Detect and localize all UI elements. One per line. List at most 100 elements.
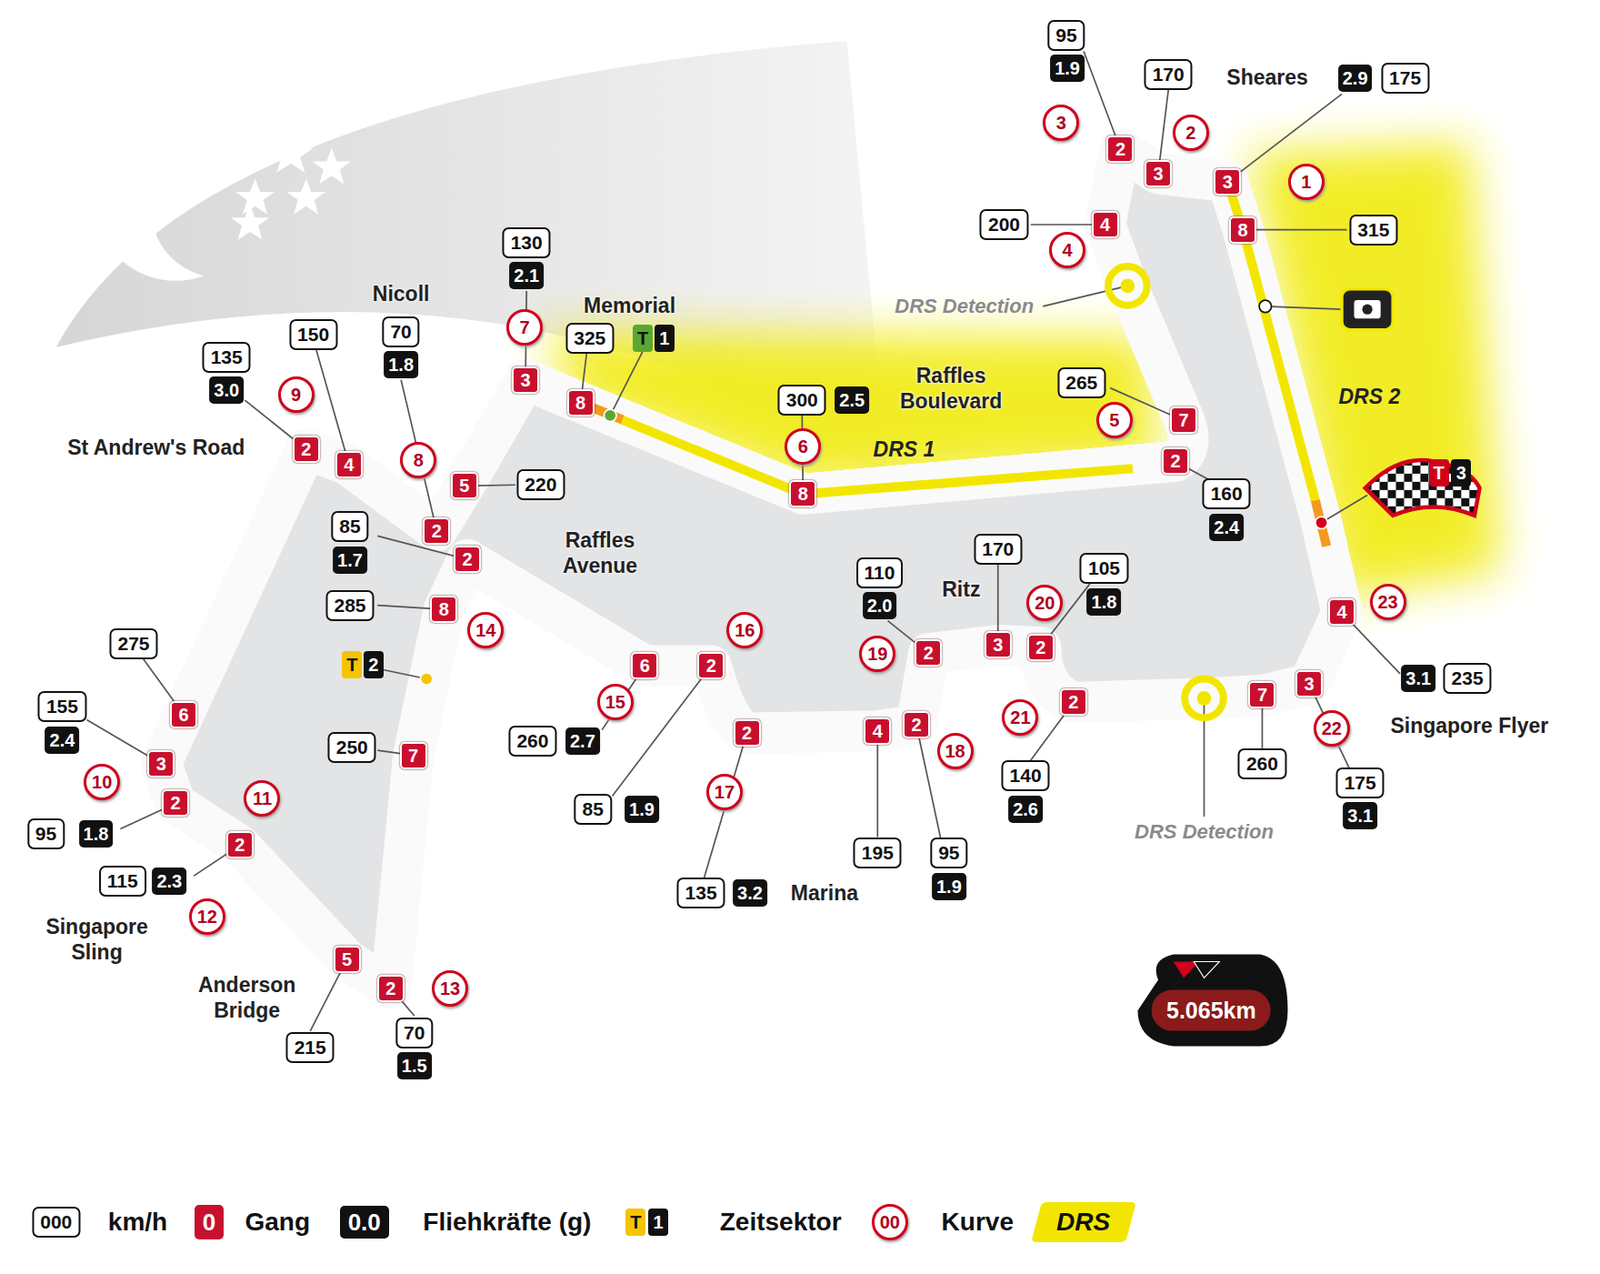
g-force-box: 3.1 [1400, 664, 1436, 692]
drs-detection-label: DRS Detection [894, 294, 1034, 319]
speed-box: 170 [973, 533, 1022, 565]
gear-number: 2 [1060, 688, 1088, 716]
speed-box: 95 [930, 837, 968, 869]
speed-box: 315 [1349, 214, 1398, 246]
gear-number: 7 [400, 741, 428, 770]
gear-number: 2 [422, 517, 450, 545]
place-name: Ritz [941, 576, 980, 601]
place-name: Marina [790, 880, 859, 906]
speed-box: 140 [1001, 760, 1050, 791]
gear-number: 8 [1229, 216, 1257, 244]
speed-box: 260 [508, 725, 557, 757]
gear-number: 8 [430, 595, 458, 623]
gear-number: 2 [453, 545, 481, 573]
place-name: Anderson Bridge [198, 971, 296, 1023]
gear-number: 3 [511, 366, 540, 394]
g-force-box: 2.7 [565, 727, 600, 755]
speed-box: 195 [853, 837, 902, 869]
turn-number: 21 [1001, 699, 1039, 736]
gear-number: 8 [789, 480, 817, 508]
sector-badge: T [632, 324, 653, 352]
g-force-box: 1.9 [1050, 54, 1085, 82]
speed-box: 260 [1238, 748, 1287, 780]
speed-box: 325 [565, 322, 614, 354]
gear-number: 3 [1144, 160, 1172, 188]
g-force-box: 3.1 [1342, 801, 1378, 830]
speed-box: 275 [110, 628, 159, 660]
turn-number: 11 [243, 780, 280, 817]
legend-swatch: DRS [1030, 1201, 1137, 1242]
legend-text: Kurve [941, 1207, 1014, 1237]
g-force-box: 1.5 [397, 1051, 432, 1080]
legend-sample-text: 0.0 [348, 1207, 381, 1236]
gear-number: 5 [450, 471, 479, 500]
turn-number: 12 [189, 898, 226, 935]
g-force-box: 2.0 [862, 591, 898, 620]
turn-number: 8 [400, 441, 437, 479]
speed-box: 265 [1057, 367, 1106, 399]
speed-box: 200 [980, 209, 1029, 240]
track-length-badge: 5.065km [1146, 984, 1277, 1037]
speed-box: 135 [202, 341, 251, 373]
turn-number: 6 [784, 428, 821, 465]
speed-box: 70 [395, 1017, 433, 1049]
gear-number: 2 [226, 830, 254, 859]
speed-box: 110 [856, 557, 904, 589]
gear-number: 6 [630, 651, 659, 680]
gear-number: 4 [335, 450, 363, 479]
speed-box: 155 [38, 690, 87, 722]
gear-number: 4 [1091, 210, 1120, 239]
gear-number: 2 [161, 789, 190, 817]
g-force-box: 2.5 [834, 386, 870, 414]
sector-badge: T [625, 1208, 646, 1236]
sector-badge: T [1429, 459, 1450, 487]
gear-number: 6 [170, 700, 198, 729]
sector-number: 1 [654, 324, 675, 352]
speed-box: 235 [1443, 662, 1492, 694]
speed-box: 160 [1202, 478, 1251, 510]
speed-box: 300 [778, 384, 827, 416]
legend-sample-text: 0 [202, 1207, 216, 1236]
speed-box: 215 [286, 1031, 335, 1063]
place-name: Nicoll [372, 281, 430, 307]
speed-box: 105 [1080, 552, 1129, 584]
place-name: Raffles Boulevard [900, 362, 1002, 414]
g-force-box: 2.4 [45, 726, 80, 754]
gear-number: 3 [147, 750, 175, 778]
gear-number: 7 [1248, 680, 1276, 709]
gear-number: 2 [733, 719, 761, 747]
turn-number: 9 [278, 376, 315, 413]
g-force-box: 1.8 [79, 820, 114, 848]
turn-number: 10 [83, 763, 120, 800]
legend-text: Fliehkräfte (g) [422, 1207, 591, 1237]
turn-number: 20 [1026, 584, 1063, 621]
g-force-box: 1.7 [332, 546, 368, 574]
sector-badge: T [341, 650, 362, 679]
gear-number: 2 [1027, 633, 1055, 661]
gear-number: 2 [292, 435, 320, 463]
place-name: St Andrew's Road [67, 434, 245, 460]
g-force-box: 2.4 [1209, 513, 1244, 541]
speed-box: 250 [328, 731, 377, 763]
gear-number: 4 [863, 717, 891, 745]
speed-box: 220 [516, 469, 565, 500]
g-force-box: 1.8 [383, 350, 419, 379]
speed-box: 85 [573, 793, 611, 825]
gear-number: 2 [1106, 135, 1134, 163]
turn-number: 1 [1288, 163, 1325, 200]
turn-number: 19 [859, 635, 896, 672]
drs-zone-label: DRS 1 [873, 436, 936, 461]
turn-number: 23 [1370, 583, 1407, 620]
legend-text: Gang [245, 1207, 311, 1237]
sector-number: 3 [1450, 459, 1471, 487]
g-force-box: 1.9 [931, 872, 967, 900]
drs-zone-label: DRS 2 [1338, 383, 1400, 409]
g-force-box: 3.2 [732, 879, 768, 907]
g-force-box: 2.3 [151, 867, 187, 895]
turn-number: 3 [1042, 104, 1080, 141]
legend-text: DRS [1056, 1207, 1110, 1237]
turn-number: 13 [431, 970, 469, 1007]
speed-box: 285 [325, 590, 374, 621]
